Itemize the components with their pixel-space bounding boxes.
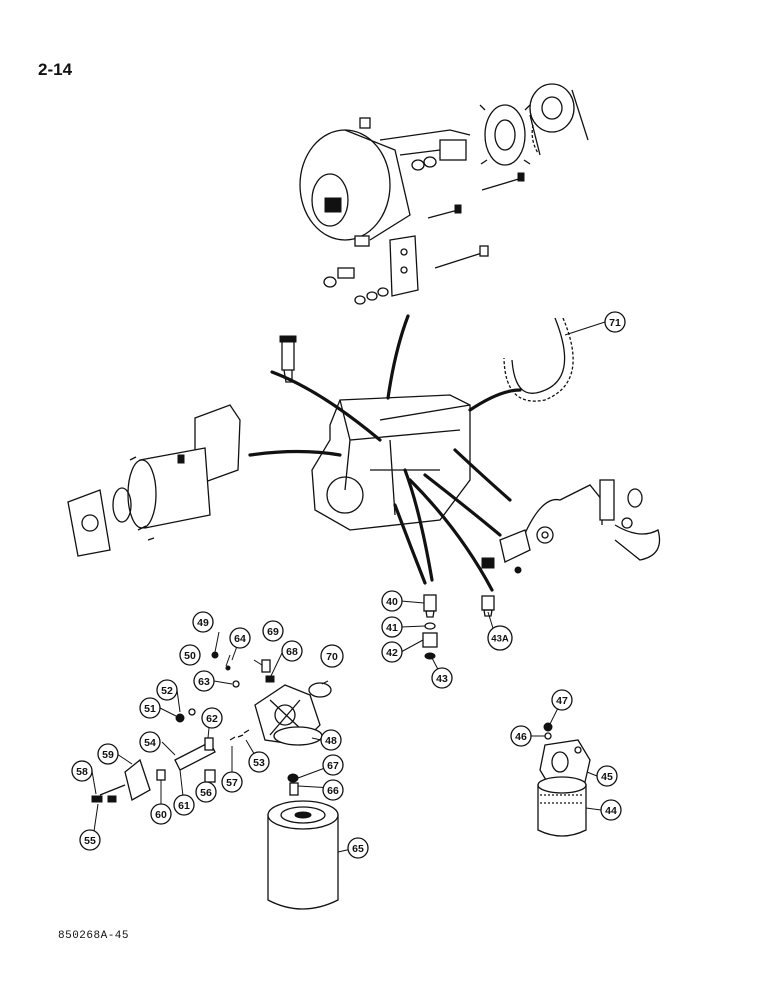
- svg-text:63: 63: [198, 676, 210, 688]
- svg-text:43: 43: [436, 673, 448, 685]
- callout-48: 48: [320, 729, 342, 751]
- callout-49: 49: [192, 611, 214, 633]
- svg-text:59: 59: [102, 749, 114, 761]
- callout-57: 57: [221, 771, 243, 793]
- callout-44: 44: [600, 799, 622, 821]
- engine-block: [311, 394, 471, 531]
- callout-66: 66: [322, 779, 344, 801]
- svg-text:67: 67: [327, 760, 339, 772]
- callout-52: 52: [156, 679, 178, 701]
- fuel-filter-assembly: [537, 722, 591, 837]
- svg-text:45: 45: [601, 771, 613, 783]
- svg-text:41: 41: [386, 622, 398, 634]
- callout-42: 42: [381, 641, 403, 663]
- callout-60: 60: [150, 803, 172, 825]
- callout-69: 69: [262, 620, 284, 642]
- svg-text:68: 68: [286, 646, 298, 658]
- svg-text:66: 66: [327, 785, 339, 797]
- svg-text:42: 42: [386, 647, 398, 659]
- svg-text:56: 56: [200, 787, 212, 799]
- svg-text:65: 65: [352, 843, 364, 855]
- oil-filter-canister: [267, 800, 339, 910]
- alternator-assembly: [299, 83, 589, 305]
- svg-text:62: 62: [206, 713, 218, 725]
- oil-filter-head: [91, 651, 332, 803]
- svg-text:55: 55: [84, 835, 96, 847]
- callout-67: 67: [322, 754, 344, 776]
- callout-61: 61: [173, 794, 195, 816]
- callout-59: 59: [97, 743, 119, 765]
- svg-text:71: 71: [609, 317, 621, 329]
- callout-65: 65: [347, 837, 369, 859]
- callout-64: 64: [229, 627, 251, 649]
- callout-41: 41: [381, 616, 403, 638]
- callout-62: 62: [201, 707, 223, 729]
- fittings-40-43: [422, 594, 495, 660]
- callout-47: 47: [551, 689, 573, 711]
- svg-text:70: 70: [326, 651, 338, 663]
- callout-63: 63: [193, 670, 215, 692]
- svg-text:47: 47: [556, 695, 568, 707]
- callout-leaders: [91, 321, 606, 853]
- starter-motor: [67, 404, 241, 557]
- svg-text:44: 44: [605, 805, 617, 817]
- svg-text:58: 58: [76, 766, 88, 778]
- callout-54: 54: [139, 731, 161, 753]
- page-number: 2-14: [38, 60, 73, 79]
- callout-45: 45: [596, 765, 618, 787]
- figure-code: 850268A-45: [58, 930, 130, 942]
- svg-text:57: 57: [226, 777, 238, 789]
- svg-text:52: 52: [161, 685, 173, 697]
- svg-text:50: 50: [184, 650, 196, 662]
- callout-71: 71: [604, 311, 626, 333]
- svg-text:46: 46: [515, 731, 527, 743]
- callout-51: 51: [139, 697, 161, 719]
- callout-40: 40: [381, 590, 403, 612]
- svg-text:48: 48: [325, 735, 337, 747]
- svg-text:43A: 43A: [491, 634, 509, 645]
- svg-text:64: 64: [234, 633, 246, 645]
- svg-text:54: 54: [144, 737, 156, 749]
- callout-46: 46: [510, 725, 532, 747]
- exploded-view-arrows: [248, 314, 522, 592]
- svg-text:49: 49: [197, 617, 209, 629]
- callout-53: 53: [248, 751, 270, 773]
- timing-belt: [503, 317, 574, 402]
- callout-56: 56: [195, 781, 217, 803]
- svg-text:69: 69: [267, 626, 279, 638]
- svg-text:60: 60: [155, 809, 167, 821]
- svg-text:40: 40: [386, 596, 398, 608]
- callout-43: 43: [431, 667, 453, 689]
- callout-43a: 43A: [487, 625, 513, 651]
- callout-55: 55: [79, 829, 101, 851]
- svg-text:51: 51: [144, 703, 156, 715]
- callout-58: 58: [71, 760, 93, 782]
- callout-68: 68: [281, 640, 303, 662]
- oil-pressure-sender: [481, 479, 661, 574]
- callout-70: 70: [320, 644, 344, 668]
- callout-50: 50: [179, 644, 201, 666]
- svg-text:61: 61: [178, 800, 190, 812]
- svg-text:53: 53: [253, 757, 265, 769]
